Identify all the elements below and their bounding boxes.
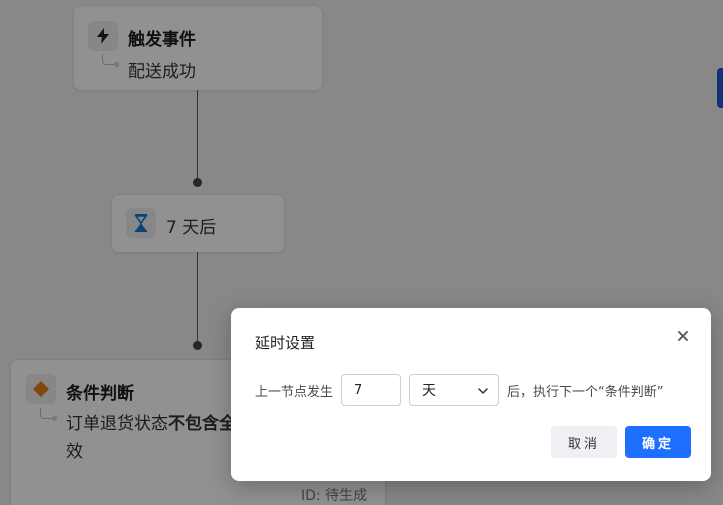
connector-dot[interactable] bbox=[193, 341, 202, 350]
trigger-node-title: 触发事件 bbox=[128, 30, 196, 50]
ok-button[interactable]: 确定 bbox=[625, 426, 691, 458]
unit-select[interactable]: 天 bbox=[409, 374, 500, 406]
connector-line bbox=[197, 252, 198, 342]
side-panel-tab[interactable] bbox=[717, 68, 723, 108]
chevron-down-icon bbox=[478, 382, 488, 398]
connector-dot[interactable] bbox=[193, 178, 202, 187]
delay-setting-row: 上一节点发生 天 后，执行下一个“条件判断” bbox=[255, 374, 664, 406]
branch-mark bbox=[102, 54, 119, 67]
connector-line bbox=[197, 90, 198, 182]
hourglass-icon bbox=[126, 208, 156, 238]
delay-value-input[interactable] bbox=[341, 374, 402, 406]
close-icon[interactable] bbox=[675, 328, 691, 344]
condition-desc-bold: 不包含全 bbox=[168, 414, 236, 434]
dialog-title: 延时设置 bbox=[255, 334, 316, 352]
branch-mark bbox=[40, 408, 57, 421]
delay-node[interactable]: 7 天后 bbox=[111, 194, 285, 253]
condition-node-desc: 订单退货状态不包含全 bbox=[66, 409, 236, 434]
condition-desc-prefix: 订单退货状态 bbox=[66, 414, 168, 434]
trigger-node-subtitle: 配送成功 bbox=[128, 62, 196, 82]
unit-select-value: 天 bbox=[422, 383, 437, 399]
diamond-icon bbox=[26, 374, 56, 404]
delay-settings-dialog: 延时设置 上一节点发生 天 后，执行下一个“条件判断” 取消 确定 bbox=[231, 308, 711, 481]
prefix-label: 上一节点发生 bbox=[255, 384, 334, 400]
lightning-icon bbox=[88, 21, 118, 51]
condition-node-title: 条件判断 bbox=[66, 384, 134, 404]
condition-node-id: ID: 待生成 bbox=[301, 488, 368, 504]
delay-node-label: 7 天后 bbox=[166, 218, 217, 238]
suffix-label: 后，执行下一个“条件判断” bbox=[507, 384, 664, 400]
cancel-button[interactable]: 取消 bbox=[551, 426, 617, 458]
condition-node-desc-line2: 效 bbox=[66, 442, 83, 462]
trigger-node[interactable]: 触发事件 配送成功 bbox=[73, 5, 323, 91]
